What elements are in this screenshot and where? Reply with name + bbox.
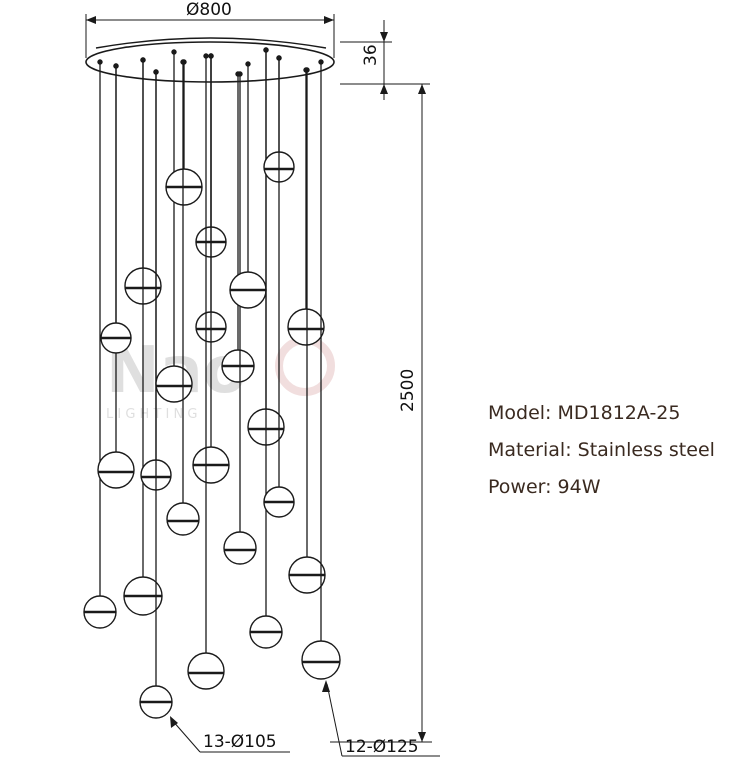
spec-material: Material: Stainless steel bbox=[488, 439, 715, 461]
watermark-tagline: L I G H T I N G bbox=[106, 407, 197, 422]
total-height-dimension bbox=[330, 84, 432, 743]
large-sphere-label: 12-Ø125 bbox=[345, 737, 419, 757]
cord-mount bbox=[237, 71, 243, 77]
large-sphere bbox=[301, 640, 341, 680]
pendants bbox=[83, 47, 341, 719]
watermark: Nao L I G H T I N G bbox=[106, 334, 335, 422]
cord-mount bbox=[208, 53, 214, 59]
cord-mount bbox=[276, 55, 282, 61]
cord-mount bbox=[245, 61, 251, 67]
total-height-label: 2500 bbox=[398, 369, 418, 412]
watermark-logo-ring bbox=[275, 336, 335, 396]
cord-mount bbox=[304, 67, 310, 73]
canopy-height-label: 36 bbox=[361, 44, 381, 66]
small-sphere bbox=[166, 502, 200, 536]
cord-mount bbox=[203, 53, 209, 59]
spec-model: Model: MD1812A-25 bbox=[488, 402, 681, 424]
cord-mount bbox=[263, 47, 269, 53]
large-sphere-leader bbox=[322, 680, 440, 757]
cord-mount bbox=[113, 63, 119, 69]
large-sphere bbox=[187, 652, 225, 690]
canopy-diameter-label: Ø800 bbox=[186, 0, 232, 20]
cord-mount bbox=[153, 69, 159, 75]
small-sphere bbox=[223, 531, 257, 565]
cord-mount bbox=[180, 59, 186, 65]
canopy-height-dimension bbox=[340, 20, 430, 100]
small-sphere-leader bbox=[170, 716, 290, 753]
canopy-diameter-dimension bbox=[85, 14, 335, 58]
large-sphere bbox=[97, 451, 135, 489]
small-sphere-label: 13-Ø105 bbox=[203, 732, 277, 752]
cord-mount bbox=[97, 59, 103, 65]
large-sphere bbox=[287, 308, 325, 346]
cord-mount bbox=[171, 49, 177, 55]
cord-mount bbox=[318, 59, 324, 65]
large-sphere bbox=[155, 365, 193, 403]
canopy bbox=[85, 37, 335, 83]
spec-power: Power: 94W bbox=[488, 476, 601, 498]
cord-mount bbox=[140, 57, 146, 63]
